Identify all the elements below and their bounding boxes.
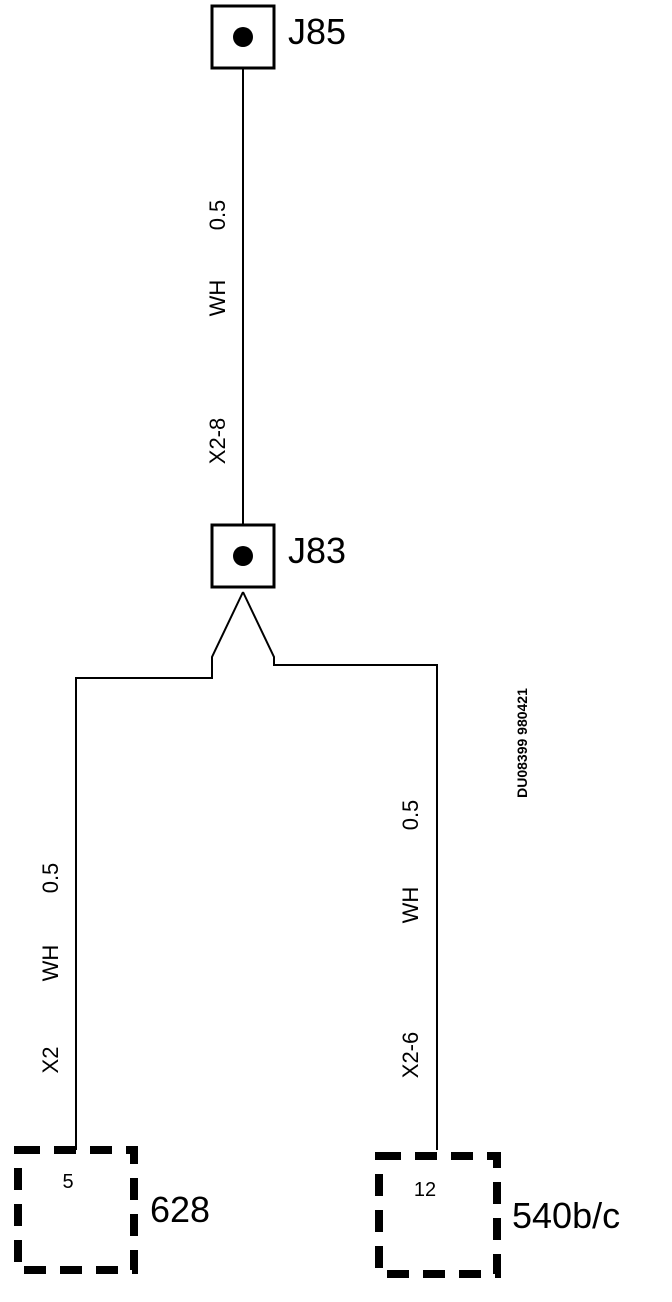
component-628-pin: 5 xyxy=(62,1171,73,1193)
component-540bc-label: 540b/c xyxy=(512,1195,620,1236)
connector-j85-label: J85 xyxy=(288,11,346,52)
connector-j83: J83 xyxy=(210,523,346,589)
wire-top-color: WH xyxy=(205,280,230,317)
wire-right xyxy=(242,591,438,1150)
component-628-label: 628 xyxy=(150,1189,210,1230)
wire-right-circuit: X2-6 xyxy=(398,1032,423,1078)
connector-j85-terminal xyxy=(233,27,253,47)
component-540bc: 12 540b/c xyxy=(375,1152,620,1278)
connector-j85: J85 xyxy=(210,4,346,70)
wire-top-gauge: 0.5 xyxy=(205,200,230,231)
wire-left xyxy=(75,591,244,1150)
connector-j83-label: J83 xyxy=(288,530,346,571)
connector-j83-terminal xyxy=(233,546,253,566)
wire-left-gauge: 0.5 xyxy=(38,863,63,894)
wire-right-color: WH xyxy=(398,887,423,924)
component-628-box xyxy=(14,1146,138,1274)
component-540bc-pin: 12 xyxy=(414,1179,436,1201)
drawing-code: DU08399 980421 xyxy=(514,688,530,798)
component-628: 5 628 xyxy=(14,1146,210,1274)
wire-left-circuit: X2 xyxy=(38,1047,63,1074)
wire-top-circuit: X2-8 xyxy=(205,418,230,464)
component-540bc-box xyxy=(375,1152,501,1278)
wire-left-color: WH xyxy=(38,945,63,982)
wire-right-gauge: 0.5 xyxy=(398,800,423,831)
connector-j83-box xyxy=(210,523,276,589)
